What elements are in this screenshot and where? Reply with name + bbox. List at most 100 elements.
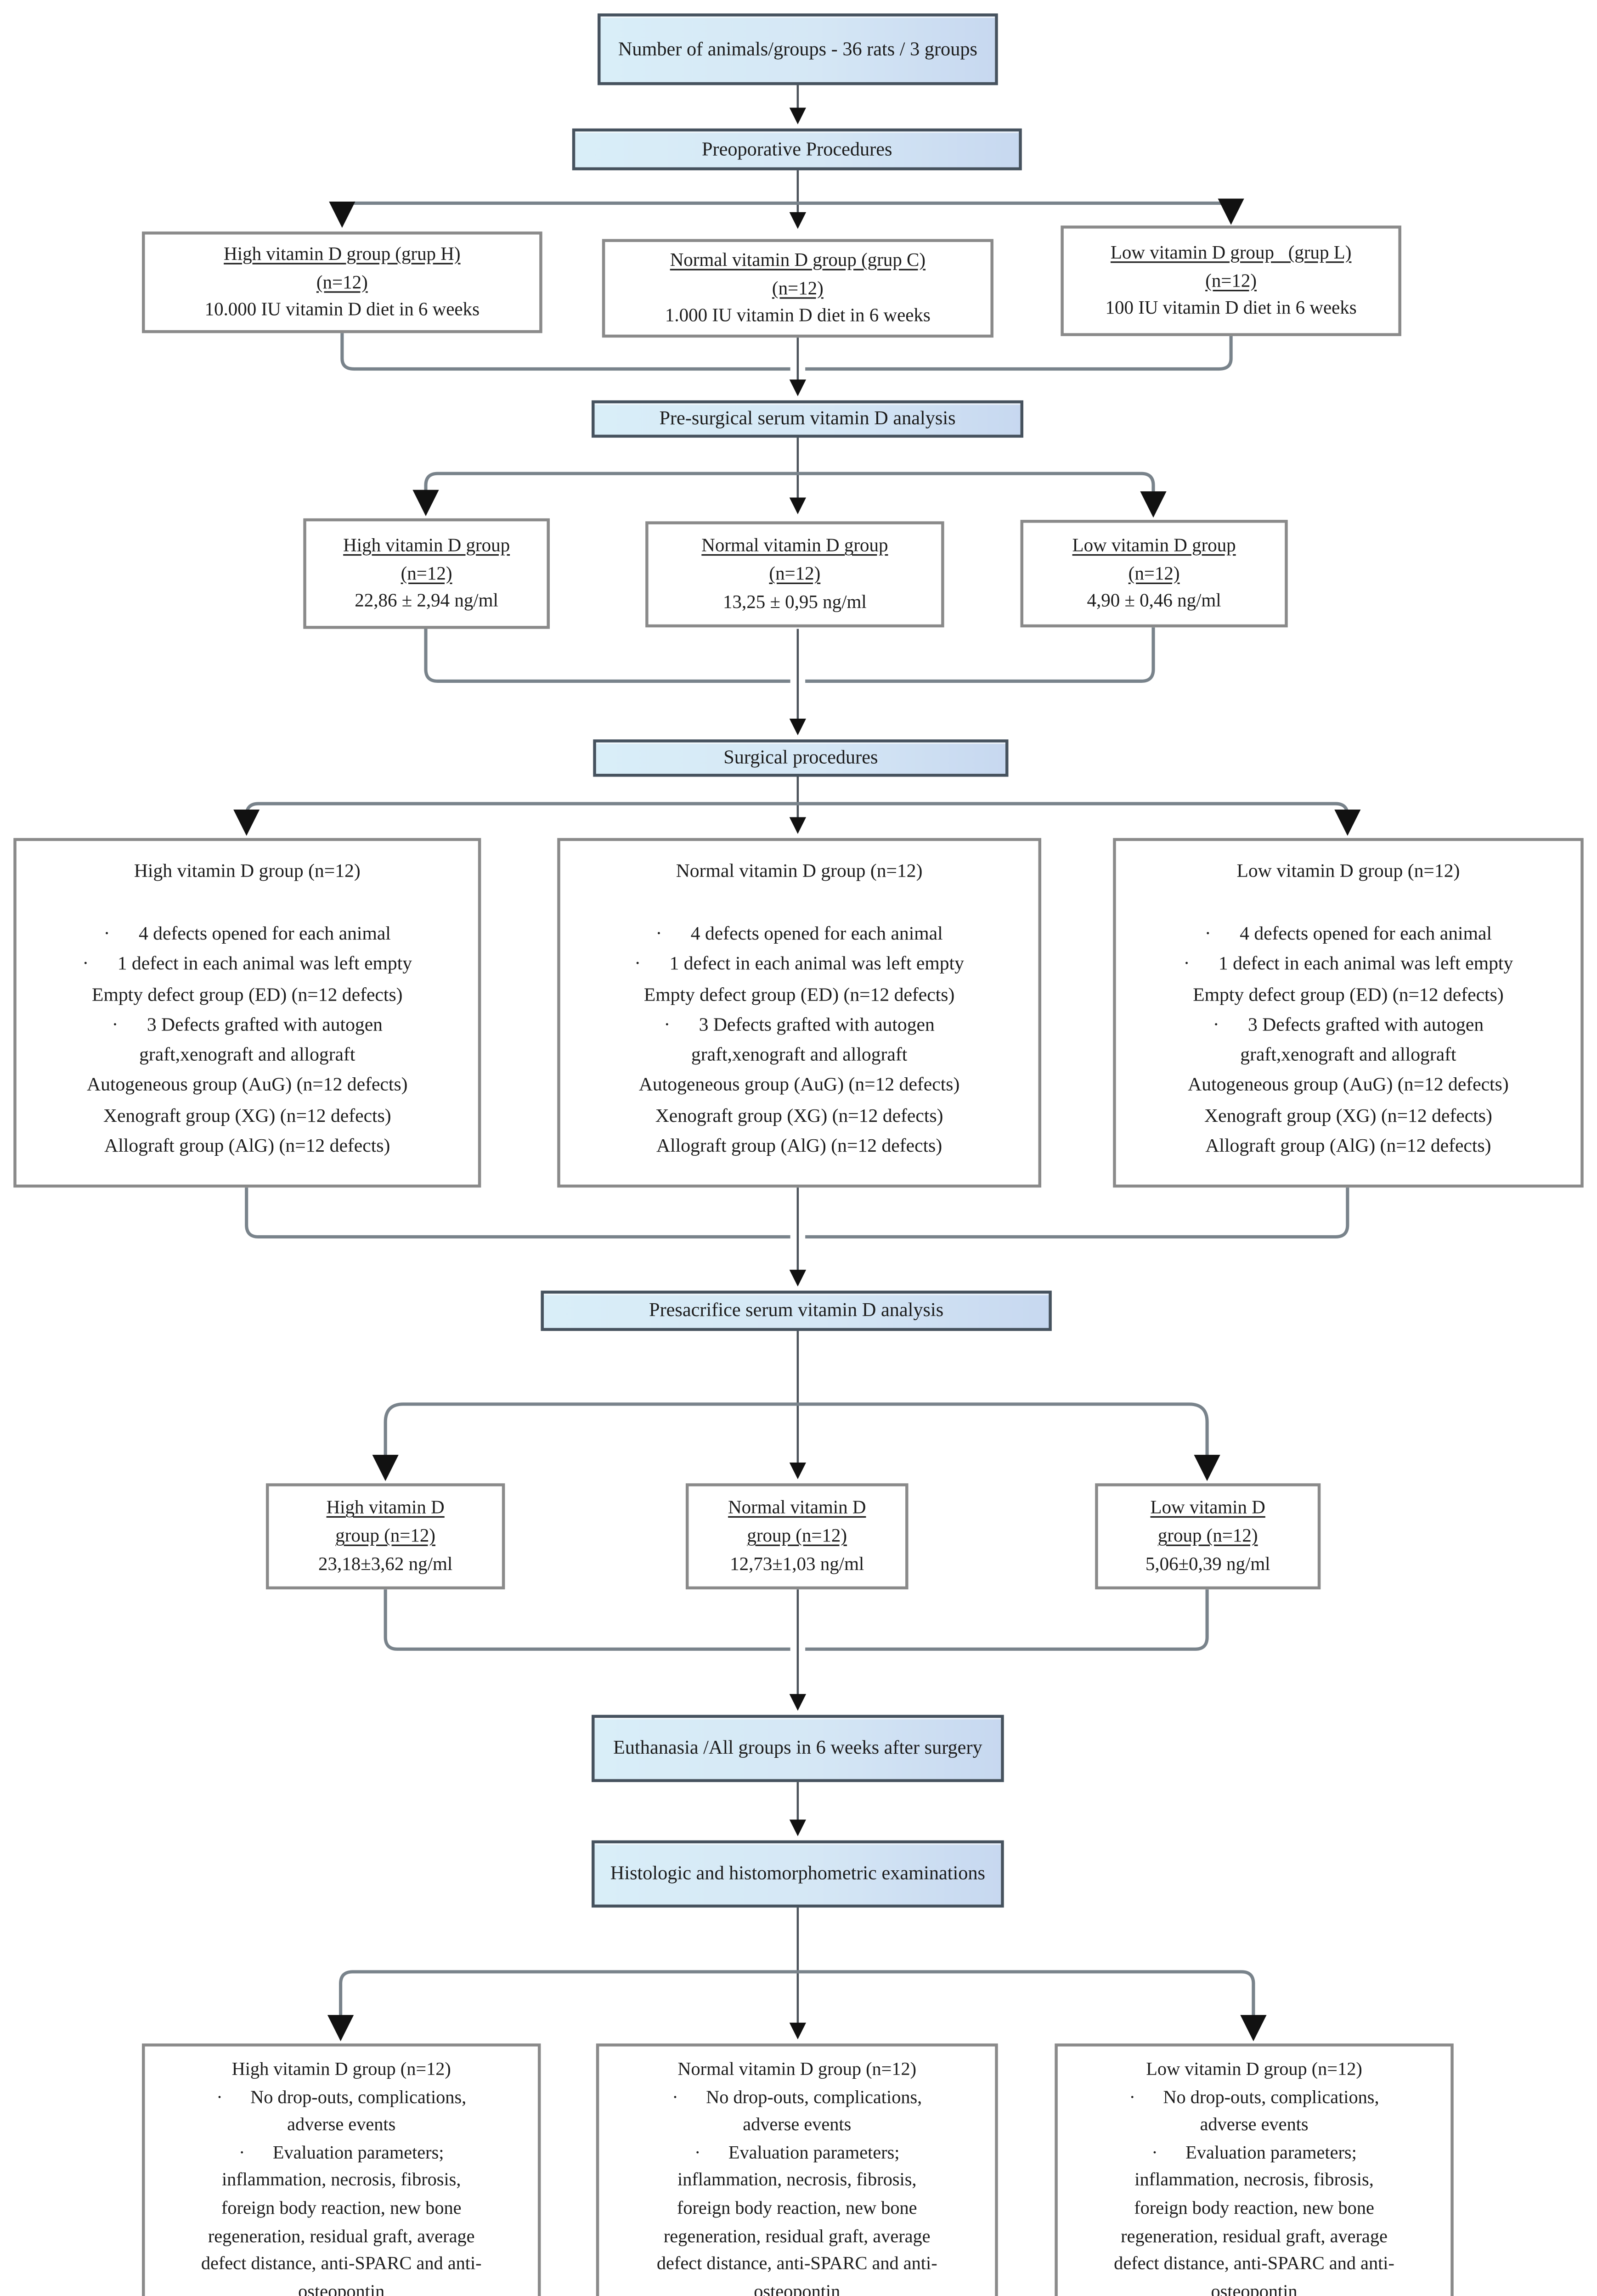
diet-group-box-low: Low vitamin D group (grup L) (n=12) 100 … — [1061, 225, 1401, 336]
surgical-line: Xenograft group (XG) (n=12 defects) — [1204, 1104, 1492, 1126]
final-group-box-high: High vitamin D group (n=12) · No drop-ou… — [141, 2043, 541, 2296]
surgical-line: · 1 defect in each animal was left empty — [634, 953, 964, 975]
surgical-line: Autogeneous group (AuG) (n=12 defects) — [87, 1074, 408, 1096]
node-animal-count-label: Number of animals/groups - 36 rats / 3 g… — [618, 37, 977, 60]
final-line: osteopontin — [1211, 2280, 1298, 2296]
final-line: · No drop-outs, complications, — [216, 2086, 467, 2107]
surgical-group-box-high: High vitamin D group (n=12) · 4 defects … — [13, 838, 481, 1188]
final-line: adverse events — [1200, 2114, 1309, 2135]
serum-value: 22,86 ± 2,94 ng/ml — [355, 591, 498, 612]
final-line: foreign body reaction, new bone — [677, 2197, 917, 2218]
node-presurgical-analysis: Pre-surgical serum vitamin D analysis — [592, 400, 1024, 438]
node-histologic-examinations: Histologic and histomorphometric examina… — [592, 1840, 1004, 1908]
group-n: group (n=12) — [1157, 1525, 1258, 1547]
surgical-group-box-low: Low vitamin D group (n=12) · 4 defects o… — [1113, 838, 1584, 1188]
group-n: (n=12) — [401, 562, 452, 584]
surgical-line: · 4 defects opened for each animal — [655, 923, 943, 945]
surgical-line: Allograft group (AlG) (n=12 defects) — [656, 1135, 942, 1156]
surgical-line: Autogeneous group (AuG) (n=12 defects) — [1188, 1074, 1509, 1096]
group-title: Normal vitamin D group — [701, 535, 888, 556]
presurgical-result-box-low: Low vitamin D group (n=12) 4,90 ± 0,46 n… — [1020, 520, 1288, 628]
final-line: foreign body reaction, new bone — [1134, 2197, 1374, 2218]
node-animal-count: Number of animals/groups - 36 rats / 3 g… — [598, 13, 998, 85]
serum-value: 12,73±1,03 ng/ml — [730, 1553, 864, 1575]
final-line: adverse events — [287, 2114, 396, 2135]
presacrifice-result-box-low: Low vitamin D group (n=12) 5,06±0,39 ng/… — [1095, 1483, 1321, 1590]
final-line: · Evaluation parameters; — [238, 2142, 444, 2163]
serum-value: 4,90 ± 0,46 ng/ml — [1087, 591, 1221, 612]
surgical-line: Allograft group (AlG) (n=12 defects) — [1205, 1135, 1491, 1156]
surgical-line: Autogeneous group (AuG) (n=12 defects) — [638, 1074, 960, 1096]
group-title: High vitamin D group — [343, 534, 510, 555]
surgical-line: · 3 Defects grafted with autogen — [664, 1014, 935, 1035]
group-n: (n=12) — [769, 563, 821, 585]
final-line: osteopontin — [298, 2280, 385, 2296]
surgical-line: · 4 defects opened for each animal — [103, 923, 391, 945]
final-line: regeneration, residual graft, average — [663, 2225, 931, 2246]
group-n: (n=12) — [1128, 562, 1180, 584]
group-n: group (n=12) — [335, 1525, 435, 1547]
group-title: High vitamin D — [326, 1497, 445, 1518]
group-title: Low vitamin D group (n=12) — [1146, 2058, 1362, 2080]
final-line: regeneration, residual graft, average — [208, 2225, 475, 2246]
final-line: inflammation, necrosis, fibrosis, — [221, 2169, 461, 2191]
surgical-line: graft,xenograft and allograft — [691, 1044, 908, 1065]
serum-value: 13,25 ± 0,95 ng/ml — [723, 591, 867, 613]
surgical-line: · 3 Defects grafted with autogen — [1213, 1014, 1484, 1035]
final-line: foreign body reaction, new bone — [221, 2197, 462, 2218]
surgical-line: Empty defect group (ED) (n=12 defects) — [92, 984, 403, 1005]
group-n: group (n=12) — [747, 1525, 847, 1547]
surgical-group-box-normal: Normal vitamin D group (n=12) · 4 defect… — [557, 838, 1042, 1188]
surgical-line: Empty defect group (ED) (n=12 defects) — [643, 984, 955, 1005]
group-n: (n=12) — [772, 277, 824, 298]
group-title: High vitamin D group (n=12) — [134, 860, 361, 882]
group-detail: 100 IU vitamin D diet in 6 weeks — [1105, 298, 1357, 319]
group-title: Low vitamin D — [1150, 1497, 1265, 1518]
final-line: defect distance, anti-SPARC and anti- — [1114, 2253, 1394, 2274]
final-line: regeneration, residual graft, average — [1121, 2225, 1388, 2246]
surgical-line: · 4 defects opened for each animal — [1204, 923, 1492, 945]
group-detail: 10.000 IU vitamin D diet in 6 weeks — [204, 299, 480, 321]
group-title: Normal vitamin D — [728, 1497, 866, 1518]
node-presurgical-label: Pre-surgical serum vitamin D analysis — [659, 407, 956, 429]
serum-value: 23,18±3,62 ng/ml — [318, 1553, 453, 1575]
node-presacrifice-analysis: Presacrifice serum vitamin D analysis — [541, 1290, 1052, 1331]
final-group-box-normal: Normal vitamin D group (n=12) · No drop-… — [596, 2043, 998, 2296]
diet-group-box-high: High vitamin D group (grup H) (n=12) 10.… — [141, 231, 542, 333]
node-presacrifice-label: Presacrifice serum vitamin D analysis — [649, 1299, 944, 1321]
group-n: (n=12) — [316, 271, 368, 293]
final-line: · No drop-outs, complications, — [1129, 2086, 1379, 2107]
surgical-line: · 1 defect in each animal was left empty — [1183, 953, 1513, 975]
node-preoperative-procedures: Preoporative Procedures — [572, 128, 1022, 170]
diet-group-box-normal: Normal vitamin D group (grup C) (n=12) 1… — [602, 239, 993, 338]
group-title: Low vitamin D group (grup L) — [1110, 241, 1352, 263]
presurgical-result-box-high: High vitamin D group (n=12) 22,86 ± 2,94… — [303, 518, 550, 629]
final-line: inflammation, necrosis, fibrosis, — [677, 2169, 917, 2191]
final-line: · Evaluation parameters; — [1151, 2142, 1357, 2163]
final-line: osteopontin — [754, 2280, 841, 2296]
final-line: adverse events — [743, 2114, 852, 2135]
serum-value: 5,06±0,39 ng/ml — [1145, 1553, 1270, 1575]
node-histologic-label: Histologic and histomorphometric examina… — [610, 1862, 985, 1885]
group-n: (n=12) — [1205, 270, 1257, 291]
final-line: inflammation, necrosis, fibrosis, — [1134, 2169, 1374, 2191]
group-title: High vitamin D group (n=12) — [231, 2058, 451, 2080]
presacrifice-result-box-high: High vitamin D group (n=12) 23,18±3,62 n… — [265, 1483, 505, 1590]
node-euthanasia-label: Euthanasia /All groups in 6 weeks after … — [613, 1736, 982, 1759]
group-title: Low vitamin D group (n=12) — [1236, 860, 1460, 882]
surgical-line: graft,xenograft and allograft — [139, 1044, 356, 1065]
surgical-line: graft,xenograft and allograft — [1240, 1044, 1456, 1065]
group-title: Normal vitamin D group (n=12) — [676, 860, 923, 882]
surgical-line: · 3 Defects grafted with autogen — [112, 1014, 383, 1035]
final-line: · Evaluation parameters; — [694, 2142, 900, 2163]
surgical-line: Xenograft group (XG) (n=12 defects) — [655, 1104, 943, 1126]
final-line: · No drop-outs, complications, — [672, 2086, 922, 2107]
surgical-line: Xenograft group (XG) (n=12 defects) — [103, 1104, 391, 1126]
node-surgical-procedures: Surgical procedures — [593, 739, 1009, 777]
surgical-line: Allograft group (AlG) (n=12 defects) — [104, 1135, 390, 1156]
node-euthanasia: Euthanasia /All groups in 6 weeks after … — [592, 1715, 1004, 1782]
group-detail: 1.000 IU vitamin D diet in 6 weeks — [665, 305, 931, 326]
surgical-line: · 1 defect in each animal was left empty — [82, 953, 412, 975]
